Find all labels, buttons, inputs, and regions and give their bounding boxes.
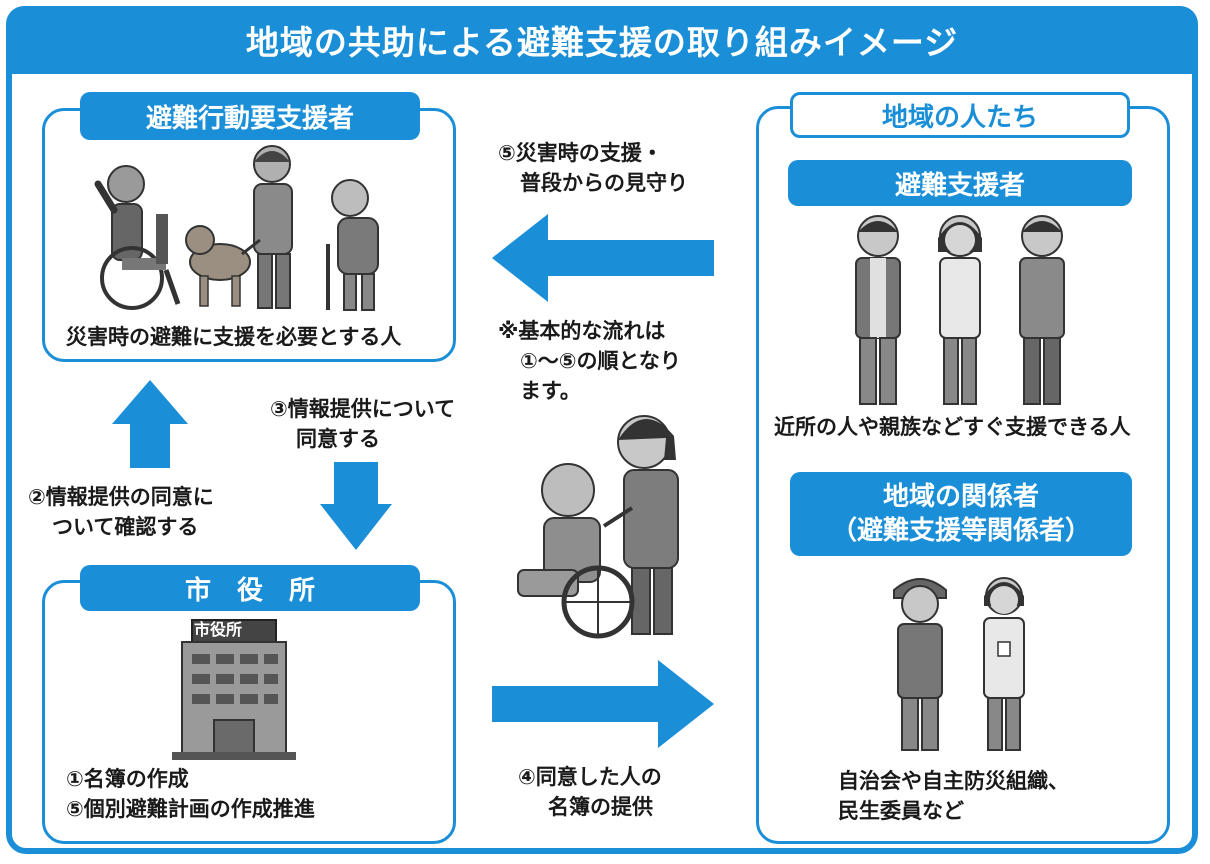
community-stakeholders-line2: （避難支援等関係者） xyxy=(830,516,1091,546)
supporter-man-2-figure xyxy=(1019,215,1065,405)
step5-text-line2: 普段からの見守り xyxy=(520,171,688,195)
header-city-hall: 市 役 所 xyxy=(80,565,420,611)
supporter-woman-figure xyxy=(938,215,982,405)
step4-text-line2: 名簿の提供 xyxy=(548,795,653,819)
step2-text-line2: ついて確認する xyxy=(52,515,199,539)
supporters-illustration xyxy=(855,215,1065,405)
step2-text-line1: ②情報提供の同意に xyxy=(28,485,214,509)
step5-arrow-left xyxy=(492,214,714,302)
flow-note-line1: ※基本的な流れは xyxy=(498,319,666,343)
header-local-people: 地域の人たち xyxy=(790,92,1130,138)
step4-arrow-right xyxy=(492,660,714,748)
step3-arrow-down xyxy=(320,462,392,550)
community-stakeholders-line1: 地域の関係者 xyxy=(882,482,1039,512)
caption-community-stakeholders-line2: 民生委員など xyxy=(838,799,964,823)
header-support-needed: 避難行動要支援者 xyxy=(80,92,420,140)
city-hall-task-2: ⑤個別避難計画の作成推進 xyxy=(66,797,315,821)
flow-note-line3: ます。 xyxy=(520,379,581,403)
step4-text-line1: ④同意した人の xyxy=(518,765,662,789)
city-hall-task-1: ①名簿の作成 xyxy=(66,767,189,791)
step3-text-line2: 同意する xyxy=(296,427,380,451)
header-evacuation-supporters: 避難支援者 xyxy=(788,160,1132,206)
step5-text-line1: ⑤災害時の支援・ xyxy=(498,141,663,165)
supporter-man-1-figure xyxy=(855,215,901,405)
diagram-title: 地域の共助による避難支援の取り組みイメージ xyxy=(6,6,1198,74)
caption-support-needed: 災害時の避難に支援を必要とする人 xyxy=(66,325,402,349)
elderly-in-wheelchair-figure xyxy=(517,463,635,639)
city-hall-sign: 市役所 xyxy=(194,620,243,639)
flow-note-line2: ①〜⑤の順となり xyxy=(520,349,681,373)
welfare-commissioner-woman-figure xyxy=(983,577,1025,751)
caption-community-stakeholders-line1: 自治会や自主防災組織、 xyxy=(838,769,1069,793)
city-hall-building-illustration xyxy=(172,619,296,760)
caregiver-figure xyxy=(617,415,679,635)
caption-evacuation-supporters: 近所の人や親族などすぐ支援できる人 xyxy=(774,415,1131,439)
caregiver-wheelchair-illustration xyxy=(517,415,679,639)
elderly-with-cane-figure xyxy=(326,179,379,311)
guide-dog-user-figure xyxy=(185,145,293,309)
step2-arrow-up xyxy=(112,380,188,468)
elderly-and-disabled-illustration xyxy=(94,145,379,311)
header-community-stakeholders: 地域の関係者 （避難支援等関係者） xyxy=(790,472,1132,556)
wheelchair-user-figure xyxy=(94,165,181,310)
step3-text-line1: ③情報提供について xyxy=(270,397,456,421)
community-stakeholders-illustration xyxy=(893,577,1025,751)
neighborhood-association-man-figure xyxy=(893,578,947,751)
